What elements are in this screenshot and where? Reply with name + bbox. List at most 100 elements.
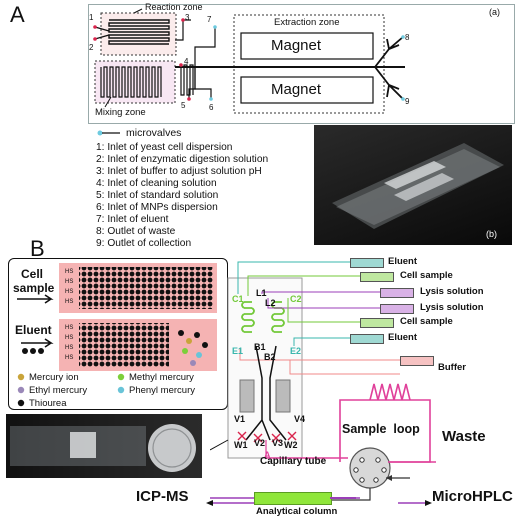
port-9: 9: [405, 97, 410, 106]
hs-label: HS: [65, 325, 74, 331]
species-thiourea: Thiourea: [29, 398, 67, 409]
label-L2: L2: [265, 298, 276, 308]
label-L1: L1: [256, 288, 267, 298]
port-1: 1: [89, 13, 94, 22]
eluent-tube-1: [237, 261, 350, 294]
hs-label: HS: [65, 289, 74, 295]
legend-item: 3: Inlet of buffer to adjust solution pH: [96, 166, 262, 177]
buffer-tube-1: [239, 348, 400, 361]
syringe-label-lysis: Lysis solution: [420, 286, 484, 297]
waste-label: Waste: [442, 428, 486, 445]
port-3: 3: [185, 13, 190, 22]
port-6: 6: [209, 103, 214, 112]
cell-sample-label-2: sample: [13, 281, 55, 295]
tag-b: (b): [486, 229, 497, 239]
hs-label: HS: [65, 269, 74, 275]
legend-item: 4: Inlet of cleaning solution: [96, 178, 217, 189]
legend-item: 5: Inlet of standard solution: [96, 190, 219, 201]
label-E1: E1: [232, 346, 244, 356]
inlet-1-2-channels: [94, 26, 110, 40]
label-V1: V1: [234, 414, 246, 424]
icpms-arrow: [206, 494, 254, 506]
cell-tube-1: [247, 275, 360, 296]
syringe-lysis-2: [380, 304, 414, 314]
magnet-top: [240, 32, 374, 60]
analytical-column: [254, 492, 332, 505]
mixing-zone-label: Mixing zone: [95, 107, 146, 118]
species-phenyl-mercury: Phenyl mercury: [129, 385, 195, 396]
reaction-serpentine: [108, 19, 170, 45]
species-methyl-mercury: Methyl mercury: [129, 372, 194, 383]
legend-item: 9: Outlet of collection: [96, 238, 192, 249]
legend-item: 8: Outlet of waste: [96, 226, 176, 237]
legend-item: 7: Inlet of eluent: [96, 214, 169, 225]
reaction-zone-box: [100, 12, 177, 56]
microvalves-label: microvalves: [126, 127, 182, 139]
inlet7-channel: [194, 27, 216, 67]
label-W1: W1: [234, 440, 248, 450]
legend-item: 2: Inlet of enzymatic digestion solution: [96, 154, 269, 165]
sample-loop-coil: [369, 383, 411, 401]
species-ethyl-mercury: Ethyl mercury: [29, 385, 88, 396]
system-schematic: C1 C2 L1 L2 E1 E2 B1 B2 V1 V2 V3 V4 W1 W…: [160, 250, 520, 518]
buffer-tube-2: [289, 360, 400, 375]
port-5: 5: [181, 101, 186, 110]
syringe-label-lysis: Lysis solution: [420, 302, 484, 313]
valve-9: [401, 97, 405, 101]
syringe-lysis-1: [380, 288, 414, 298]
valve-7: [213, 25, 217, 29]
beads-bottom: [79, 323, 169, 367]
capillary-tube-label: Capillary tube: [260, 456, 327, 467]
label-V4: V4: [294, 414, 306, 424]
sample-loop-label: Sample loop: [342, 422, 420, 436]
outlet-9-channel: [374, 66, 404, 100]
syringe-cell-2: [360, 318, 394, 328]
eluent-scheme-label: Eluent: [15, 323, 52, 337]
microvalve-symbol: [96, 124, 120, 136]
microhplc-arrow: [398, 494, 432, 506]
reaction-zone-label: Reaction zone: [145, 2, 203, 12]
port-4: 4: [184, 57, 189, 66]
small-serpentine: [180, 64, 194, 96]
icpms-label: ICP-MS: [136, 488, 189, 505]
hs-label: HS: [65, 299, 74, 305]
cell-sample-label-1: Cell: [21, 267, 44, 281]
beads-top: [79, 267, 213, 309]
chip-layout-diagram: Reaction zone Extraction zone Magnet Mag…: [88, 2, 515, 124]
inlet3-channel: [175, 19, 191, 41]
chip-coin-photo: [6, 414, 202, 478]
syringe-label-eluent: Eluent: [388, 332, 418, 343]
tag-a: (a): [489, 7, 500, 17]
panel-b-letter: B: [30, 236, 45, 261]
syringe-label-cell-sample: Cell sample: [400, 270, 453, 281]
hs-label: HS: [65, 335, 74, 341]
hs-label: HS: [65, 279, 74, 285]
valve-2: [93, 37, 97, 41]
syringe-label-buffer: Buffer: [438, 362, 466, 373]
syringe-label-eluent: Eluent: [388, 256, 418, 267]
label-W2: W2: [284, 440, 298, 450]
label-V3: V3: [272, 438, 284, 448]
label-A: A: [264, 450, 271, 460]
extraction-scheme: Cell sample Eluent HS HS HS HS HS HS HS …: [8, 258, 228, 410]
inlet6-channel: [194, 67, 212, 99]
species-mercury-ion: Mercury ion: [29, 372, 79, 383]
hs-label: HS: [65, 355, 74, 361]
mixing-serpentine: [100, 66, 162, 98]
label-E2: E2: [290, 346, 302, 356]
eluent-tube-2: [293, 337, 350, 346]
legend-item: 1: Inlet of yeast cell dispersion: [96, 142, 233, 153]
microhplc-label: MicroHPLC: [432, 488, 513, 505]
mixing-zone-box: [94, 60, 176, 104]
analytical-column-label: Analytical column: [256, 506, 338, 517]
magnet-top-label: Magnet: [271, 37, 322, 54]
valve-3: [181, 18, 185, 22]
chip-layout-svg: [93, 8, 405, 114]
legend-item: 6: Inlet of MNPs dispersion: [96, 202, 218, 213]
port-2: 2: [89, 43, 94, 52]
syringe-cell-1: [360, 272, 394, 282]
label-C2: C2: [290, 294, 302, 304]
lysis-tube-1: [261, 291, 380, 294]
hs-label: HS: [65, 345, 74, 351]
extraction-zone-label: Extraction zone: [274, 17, 340, 28]
